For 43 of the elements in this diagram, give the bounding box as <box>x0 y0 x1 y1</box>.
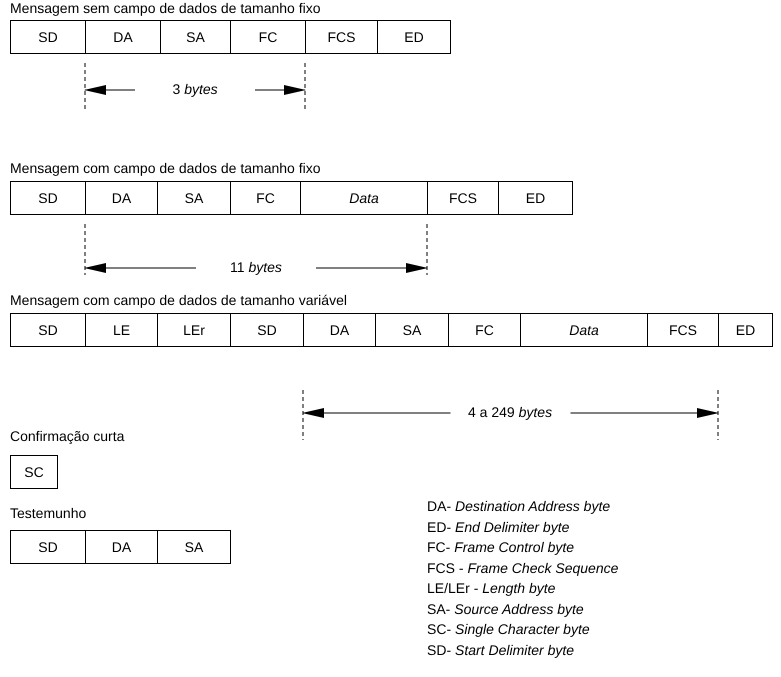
legend-entry: DA- Destination Address byte <box>427 498 610 514</box>
frame-field: ED <box>718 313 773 347</box>
frame-field: DA <box>85 20 161 54</box>
frame-field: FCS <box>305 20 378 54</box>
frame-field: DA <box>303 313 376 347</box>
legend-entry: SA- Source Address byte <box>427 600 584 616</box>
frame-field: SD <box>10 181 86 215</box>
legend-entry: FC- Frame Control byte <box>427 539 574 555</box>
frame-field: SC <box>10 455 58 489</box>
section-heading: Mensagem com campo de dados de tamanho fixo <box>10 160 321 176</box>
frame-field: FCS <box>427 181 499 215</box>
frame-field: SA <box>375 313 449 347</box>
frame-field: LE <box>85 313 158 347</box>
frame-field: FC <box>230 181 301 215</box>
section-heading: Confirmação curta <box>10 428 124 444</box>
legend-entry: SC- Single Character byte <box>427 621 590 637</box>
frame-field: SD <box>230 313 304 347</box>
section-heading: Testemunho <box>10 505 86 521</box>
frame-field: SA <box>160 20 231 54</box>
dimension-label: 3 bytes <box>172 81 218 97</box>
frame-field: SA <box>157 181 231 215</box>
legend-entry: SD- Start Delimiter byte <box>427 642 574 658</box>
legend-entry: FCS - Frame Check Sequence <box>427 560 618 576</box>
legend-entry: ED- End Delimiter byte <box>427 518 570 534</box>
frame-field: LEr <box>157 313 231 347</box>
frame-field: SA <box>157 530 231 564</box>
frame-field: SD <box>10 530 86 564</box>
frame-field: ED <box>498 181 573 215</box>
frame-field: FC <box>230 20 306 54</box>
legend-entry: LE/LEr - Length byte <box>427 580 556 596</box>
section-heading: Mensagem com campo de dados de tamanho variável <box>10 292 347 308</box>
frame-field: ED <box>377 20 451 54</box>
section-heading: Mensagem sem campo de dados de tamanho fixo <box>10 0 321 16</box>
frame-field: Data <box>520 313 648 347</box>
dimension-label: 11 bytes <box>230 259 282 275</box>
frame-field: DA <box>85 181 158 215</box>
frame-field: FCS <box>647 313 719 347</box>
dimension-label: 4 a 249 bytes <box>468 404 552 420</box>
frame-field: Data <box>300 181 428 215</box>
frame-field: SD <box>10 313 86 347</box>
frame-field: DA <box>85 530 158 564</box>
frame-field: FC <box>448 313 521 347</box>
frame-field: SD <box>10 20 86 54</box>
